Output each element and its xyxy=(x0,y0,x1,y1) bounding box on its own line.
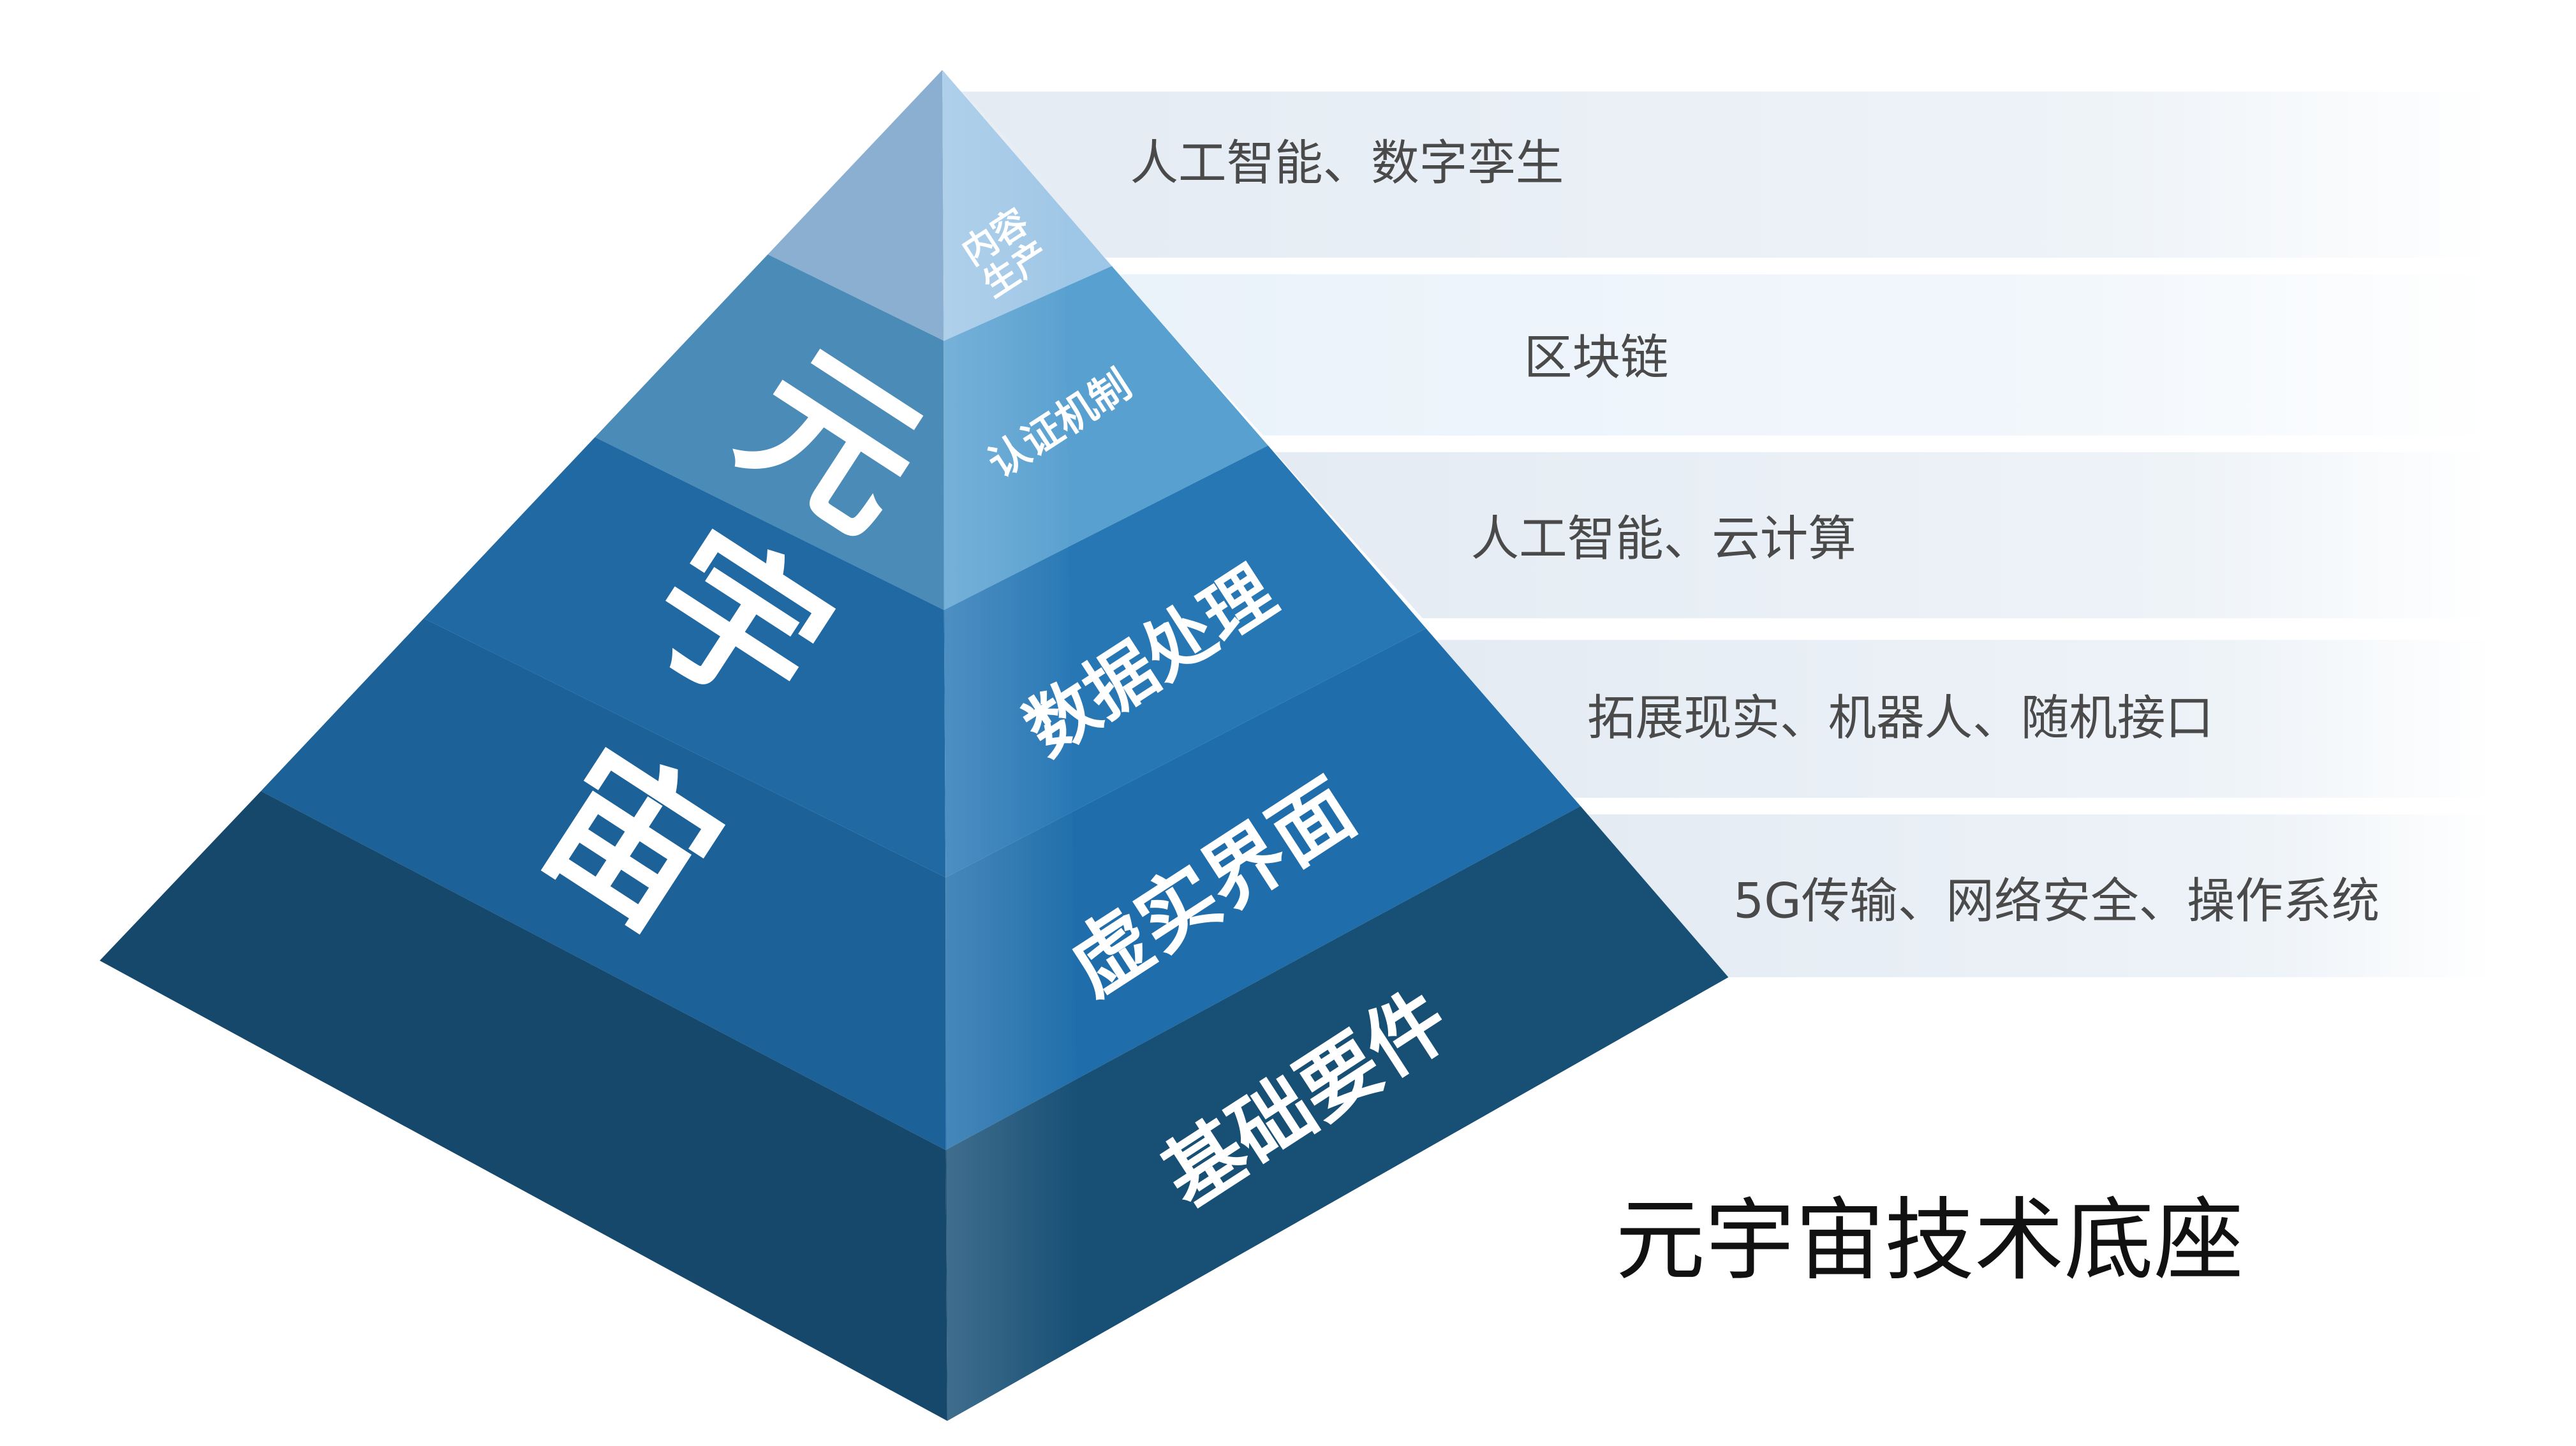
description-rows: 人工智能、数字孪生 区块链 人工智能、云计算 拓展现实、机器人、随机接口 5G传… xyxy=(942,91,2493,978)
layer-2-description: 区块链 xyxy=(1524,329,1669,385)
layer-3-left xyxy=(424,437,946,878)
layer-4-right xyxy=(945,628,1581,1151)
layer-5-left xyxy=(100,791,947,1421)
pyramid-left-face xyxy=(100,70,947,1421)
row-band-2 xyxy=(1116,274,2493,436)
pyramid-right-face xyxy=(942,70,1729,1421)
row-band-1 xyxy=(942,91,2493,258)
layer-5-description: 5G传输、网络安全、操作系统 xyxy=(1733,873,2380,929)
diagram-title: 元宇宙技术底座 xyxy=(1615,1188,2244,1293)
layer-2-left xyxy=(595,254,944,610)
row-band-3 xyxy=(1275,452,2493,619)
layer-5-right xyxy=(945,806,1729,1421)
row-band-4 xyxy=(1435,640,2493,798)
layer-3-description: 人工智能、云计算 xyxy=(1471,510,1856,566)
layer-1-left xyxy=(767,70,944,341)
layer-1-description: 人工智能、数字孪生 xyxy=(1130,135,1564,191)
layer-4-left xyxy=(261,618,946,1151)
ridge-highlight xyxy=(942,70,1081,1421)
layer-4-description: 拓展现实、机器人、随机接口 xyxy=(1587,690,2214,746)
row-band-5 xyxy=(1587,814,2493,978)
